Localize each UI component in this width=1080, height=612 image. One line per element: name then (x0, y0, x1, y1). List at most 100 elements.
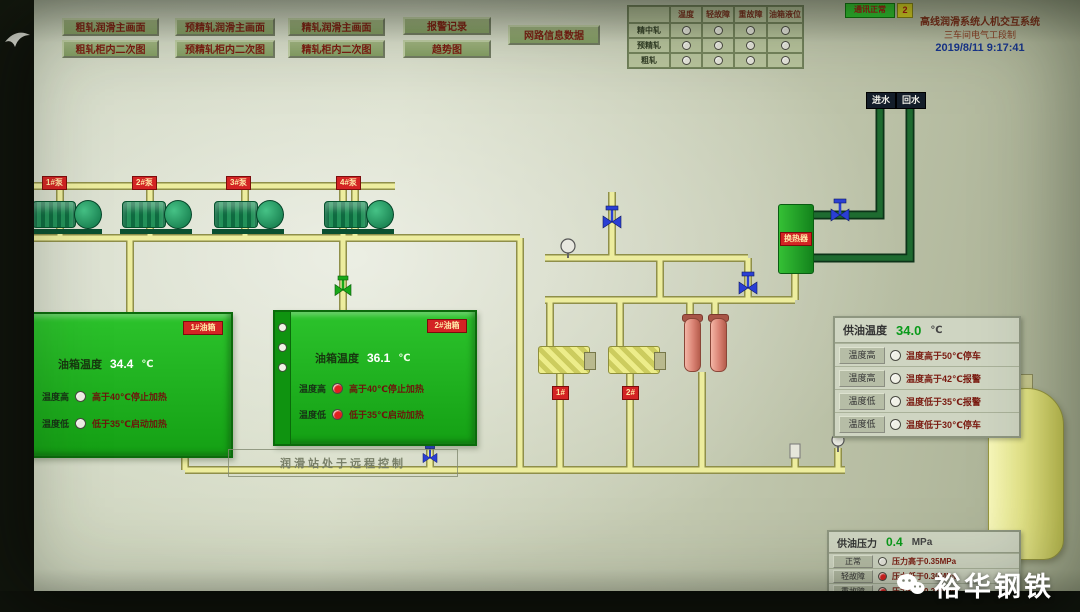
oil-pump-unit-2[interactable] (120, 196, 192, 234)
alarm-indicator (890, 372, 901, 384)
valve-icon[interactable] (602, 205, 622, 229)
pump-label: 2#泵 (132, 176, 157, 190)
status-indicator (746, 41, 755, 50)
column-header: 轻故障 (702, 6, 734, 23)
alarm-record-button[interactable]: 报警记录 (403, 17, 491, 35)
supply-pressure-title: 供油压力 (837, 538, 877, 550)
tank-temp-value: 36.1 (367, 351, 391, 365)
filter-icon[interactable] (684, 318, 701, 372)
oil-pump-unit-1[interactable] (30, 196, 102, 234)
water-in-label: 进水 (866, 92, 896, 109)
screw-pump-1[interactable] (538, 346, 596, 374)
nav-finish-main[interactable]: 精轧润滑主画面 (288, 18, 385, 36)
pump-label: 1#泵 (42, 176, 67, 190)
alarm-indicator (890, 395, 901, 407)
panel-side-button[interactable] (278, 363, 287, 372)
status-cell (734, 23, 767, 38)
temp-high-label: 温度高 (42, 392, 70, 402)
pressure-row-desc: 压力高于0.35MPa (892, 556, 957, 566)
trend-chart-button[interactable]: 趋势图 (403, 40, 491, 58)
watermark: 裕华钢铁 (896, 565, 1054, 604)
status-cell (670, 38, 702, 53)
valve-icon[interactable] (738, 271, 758, 295)
valve-icon[interactable] (422, 445, 438, 464)
pump-base (30, 229, 102, 234)
comm-count-badge: 2 (897, 3, 913, 18)
status-indicator (780, 41, 790, 50)
supply-temp-value: 34.0 (896, 322, 922, 338)
screw-pump-label: 2# (622, 386, 639, 400)
tank-tag-button[interactable]: 2#油箱 (427, 319, 467, 333)
water-pipes (813, 106, 915, 263)
check-valve-icon[interactable] (334, 275, 352, 297)
alarm-row-label: 温度高 (839, 346, 885, 364)
water-out-label: 回水 (896, 92, 926, 109)
pump-head-icon (366, 200, 394, 229)
temp-low-label: 温度低 (42, 419, 70, 429)
filter-icon[interactable] (710, 318, 727, 372)
nav-prefinish-cabinet[interactable]: 预精轧柜内二次图 (175, 40, 275, 58)
status-indicator (713, 41, 723, 50)
tank-panel-2: 2#油箱 油箱温度 36.1 ℃ 温度高 高于40℃停止加热 温度低 低于35℃… (273, 310, 477, 446)
title-block: 高线润滑系统人机交互系统 三车间电气工段制 2019/8/11 9:17:41 (895, 16, 1065, 55)
status-cell (702, 38, 734, 53)
temp-low-label: 温度低 (299, 410, 327, 420)
nav-prefinish-main[interactable]: 预精轧润滑主画面 (175, 18, 275, 36)
status-indicator (746, 26, 755, 35)
alarm-indicator (890, 349, 901, 361)
datetime: 2019/8/11 9:17:41 (935, 42, 1025, 54)
tank-temp-label: 油箱温度 (315, 353, 359, 365)
status-cell (767, 38, 803, 53)
pressure-transmitter-icon (789, 443, 801, 459)
pressure-indicator (878, 571, 887, 581)
column-header: 油箱液位 (767, 6, 803, 23)
tank-temp-label: 油箱温度 (58, 359, 102, 371)
network-data-button[interactable]: 网路信息数据 (508, 25, 600, 45)
nav-finish-cabinet[interactable]: 精轧柜内二次图 (288, 40, 385, 58)
temp-low-desc: 低于35℃启动加热 (349, 410, 424, 420)
temp-high-label: 温度高 (299, 384, 327, 394)
supply-temp-unit: ℃ (930, 324, 943, 336)
temp-high-desc: 高于40℃停止加热 (349, 384, 424, 394)
tank-tag-button[interactable]: 1#油箱 (183, 321, 223, 335)
valve-icon[interactable] (830, 198, 850, 222)
status-cell (767, 53, 803, 68)
column-header: 重故障 (734, 6, 767, 23)
motor-icon (32, 201, 76, 228)
alarm-row-desc: 温度低于35℃报警 (906, 396, 981, 407)
row-label: 精中轧 (628, 23, 670, 38)
motor-icon (214, 201, 258, 228)
screw-pump-2[interactable] (608, 346, 666, 374)
status-indicator (780, 56, 790, 65)
comm-status-badge: 通讯正常 (845, 3, 895, 18)
alarm-indicator (890, 418, 901, 430)
status-cell (670, 53, 702, 68)
panel-side-button[interactable] (278, 343, 287, 352)
nav-rough-mill-main[interactable]: 粗轧润滑主画面 (62, 18, 159, 36)
brand-logo (5, 32, 30, 47)
oil-pump-unit-4[interactable] (322, 196, 394, 234)
column-header: 温度 (670, 6, 702, 23)
panel-side-button[interactable] (278, 323, 287, 332)
pressure-gauge-icon (560, 238, 576, 258)
table-corner (628, 6, 670, 23)
bezel-bottom (0, 591, 1080, 612)
status-cell (734, 38, 767, 53)
oil-pump-unit-3[interactable] (212, 196, 284, 234)
supply-temp-panel: 供油温度 34.0 ℃ 温度高 温度高于50℃停车 温度高 温度高于42℃报警 … (833, 316, 1021, 438)
status-indicator (746, 56, 755, 65)
pump-base (120, 229, 192, 234)
status-cell (702, 53, 734, 68)
status-indicator (713, 26, 723, 35)
mill-status-table: 温度 轻故障 重故障 油箱液位 精中轧 预精轧 粗轧 (627, 5, 804, 69)
pump-head-icon (256, 200, 284, 229)
tank-temp-value: 34.4 (110, 357, 134, 371)
tank-temp-unit: ℃ (398, 352, 411, 364)
row-label: 预精轧 (628, 38, 670, 53)
status-cell (767, 23, 803, 38)
temp-low-indicator (75, 418, 87, 429)
motor-icon (324, 201, 368, 228)
status-indicator (713, 56, 723, 65)
status-cell (734, 53, 767, 68)
nav-rough-cabinet[interactable]: 粗轧柜内二次图 (62, 40, 159, 58)
